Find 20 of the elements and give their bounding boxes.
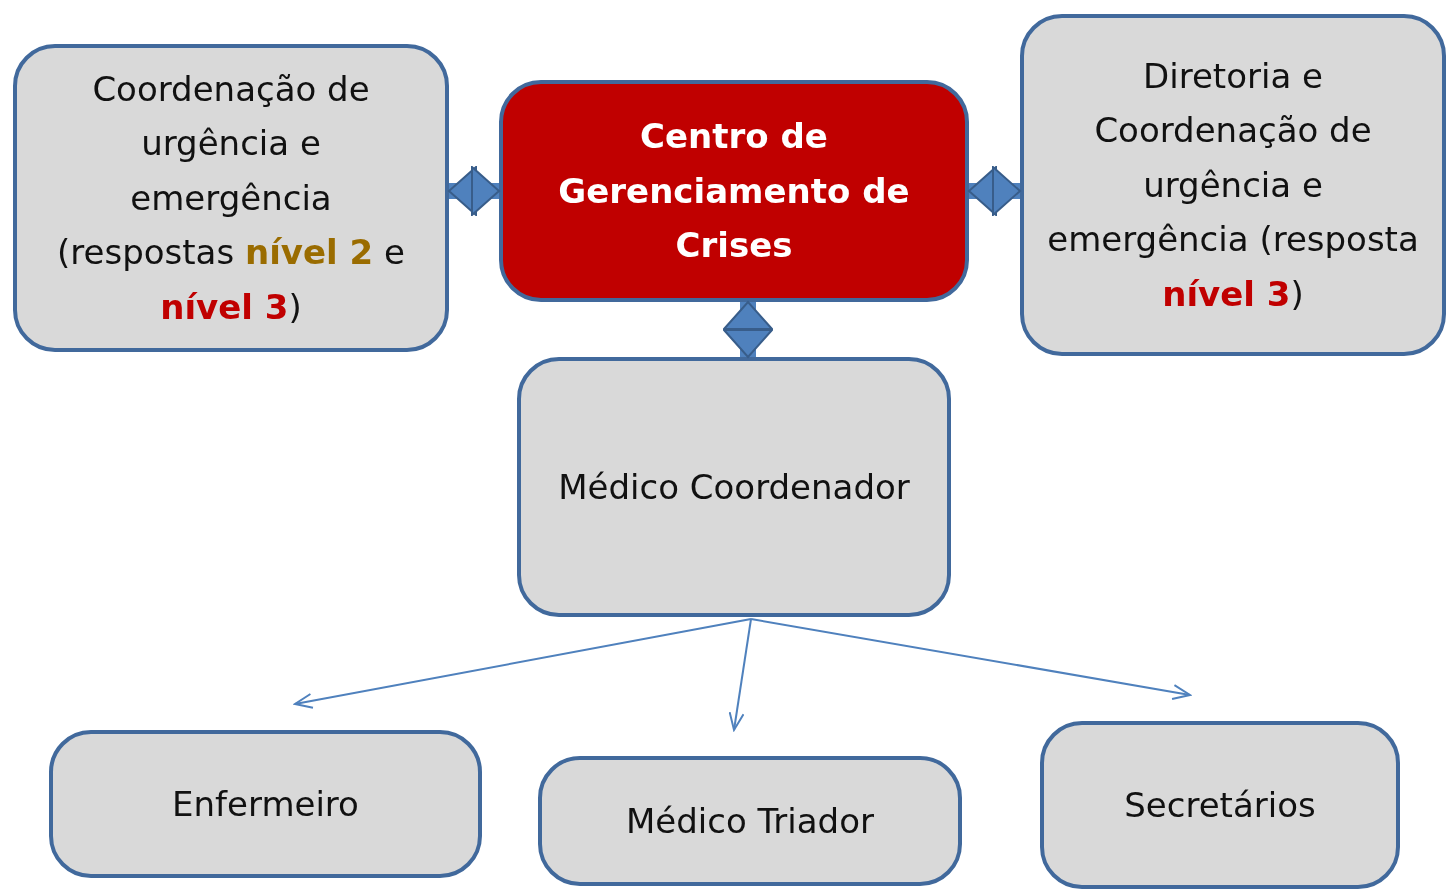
node-text: Médico Triador [626, 799, 874, 843]
arrow [723, 301, 773, 358]
arrow [294, 618, 752, 709]
process-box [538, 756, 962, 886]
process-box [1020, 14, 1446, 356]
process-box [13, 44, 449, 352]
node-text: Secretários [1124, 783, 1316, 827]
node-text: Médico Coordenador [558, 465, 910, 509]
node-text: Centro de Gerenciamento de Crises [557, 115, 911, 268]
node-text: Diretoria e Coordenação de urgência e emergência (resposta nível 3) [1046, 55, 1420, 316]
arrow [750, 618, 1191, 700]
node-text: Enfermeiro [172, 782, 359, 826]
process-box [517, 357, 951, 617]
arrow [968, 166, 1021, 216]
process-box [1040, 721, 1400, 889]
process-box [49, 730, 482, 878]
arrow [448, 166, 500, 216]
highlight-box [499, 80, 969, 302]
arrow [728, 618, 752, 731]
node-text: Coordenação de urgência e emergência (respostas nível 2 e nível 3) [56, 68, 406, 329]
